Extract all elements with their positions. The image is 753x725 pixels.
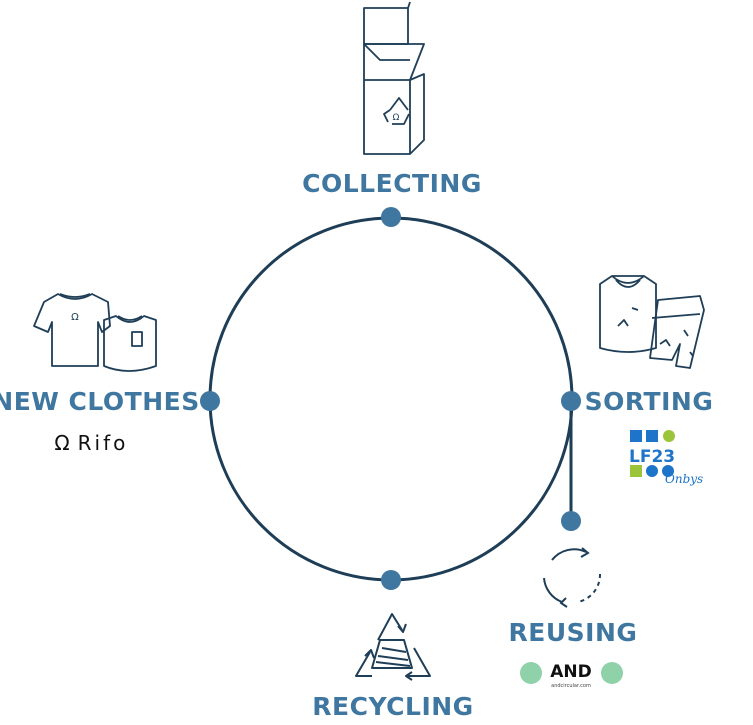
rifo-omega-icon: Ω [54,431,69,455]
label-reusing: REUSING [509,618,638,647]
label-collecting: COLLECTING [302,169,482,198]
rifo-logo-text: Rifo [78,431,129,455]
node-sorting [561,391,581,411]
node-reusing [561,511,581,531]
cycle-ring [208,216,574,582]
and-circular-logo: AND andcircular.com [520,662,623,689]
clothes-pile-icon [599,275,705,369]
and-logo-url: andcircular.com [551,683,591,689]
node-recycling [381,570,401,590]
label-new-clothes: NEW CLOTHES [0,387,200,416]
lf23-logo: LF23 Onbys [629,430,703,486]
label-sorting: SORTING [585,387,714,416]
rifo-logo: Ω Rifo [54,431,129,455]
node-new-clothes [200,391,220,411]
svg-text:Ω: Ω [71,312,79,323]
lf23-logo-script: Onbys [665,472,703,486]
and-logo-text: AND [550,662,592,682]
lf23-logo-text: LF23 [629,447,675,467]
t-shirts-icon: Ω [33,293,157,372]
node-collecting [381,207,401,227]
recycle-triangle-yarn-icon [355,613,431,681]
label-recycling: RECYCLING [312,692,473,721]
recycling-bin-box-icon: Ω [363,1,425,155]
circular-arrows-icon [543,547,602,608]
svg-text:Ω: Ω [393,113,400,123]
